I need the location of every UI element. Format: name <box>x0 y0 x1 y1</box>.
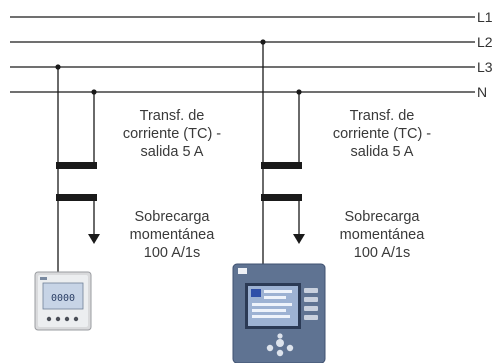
bus-label-l2: L2 <box>477 34 493 50</box>
bus-label-n: N <box>477 84 487 100</box>
ct-core-top-left <box>56 162 97 169</box>
ct-description-left: Transf. de corriente (TC) - salida 5 A S… <box>123 108 221 261</box>
ct-left-overload-1: Sobrecarga <box>135 209 211 225</box>
ground-arrow-right <box>293 234 305 244</box>
meter-right-screen-highlight <box>251 289 261 297</box>
ct-core-bottom-right <box>261 194 302 201</box>
ct-left-line-3: salida 5 A <box>141 144 204 160</box>
meter-right-screen-bars <box>252 290 292 318</box>
ct-right-overload-1: Sobrecarga <box>345 209 421 225</box>
meter-right-navigation-pad <box>266 333 294 357</box>
ct-description-right: Transf. de corriente (TC) - salida 5 A S… <box>333 108 431 261</box>
meter-left-button-3 <box>64 316 70 322</box>
meter-left-display: 0000 <box>51 293 75 304</box>
ct-left-line-2: corriente (TC) - <box>123 126 221 142</box>
ground-arrow-left <box>88 234 100 244</box>
meter-left-logo <box>40 277 47 280</box>
meter-right-side-buttons <box>304 288 318 320</box>
power-meter-right <box>232 263 326 363</box>
ct-left-line-1: Transf. de <box>140 108 205 124</box>
ct-left-overload-3: 100 A/1s <box>144 245 200 261</box>
ct-circuit-left <box>55 64 97 288</box>
ct-core-top-right <box>261 162 302 169</box>
ct-right-line-2: corriente (TC) - <box>333 126 431 142</box>
meter-left-screen <box>42 282 84 310</box>
ct-right-line-1: Transf. de <box>350 108 415 124</box>
ct-right-overload-2: momentánea <box>340 227 426 243</box>
bus-lines <box>10 16 475 93</box>
power-meter-left: 0000 <box>34 271 92 331</box>
ct-left-overload-2: momentánea <box>130 227 216 243</box>
bus-label-l1: L1 <box>477 9 493 25</box>
ct-right-overload-3: 100 A/1s <box>354 245 410 261</box>
meter-left-button-2 <box>55 316 61 322</box>
meter-left-button-1 <box>46 316 52 322</box>
ct-core-bottom-left <box>56 194 97 201</box>
meter-left-button-4 <box>73 316 79 322</box>
ct-right-line-3: salida 5 A <box>351 144 414 160</box>
bus-label-l3: L3 <box>477 59 493 75</box>
meter-right-logo <box>238 268 247 274</box>
